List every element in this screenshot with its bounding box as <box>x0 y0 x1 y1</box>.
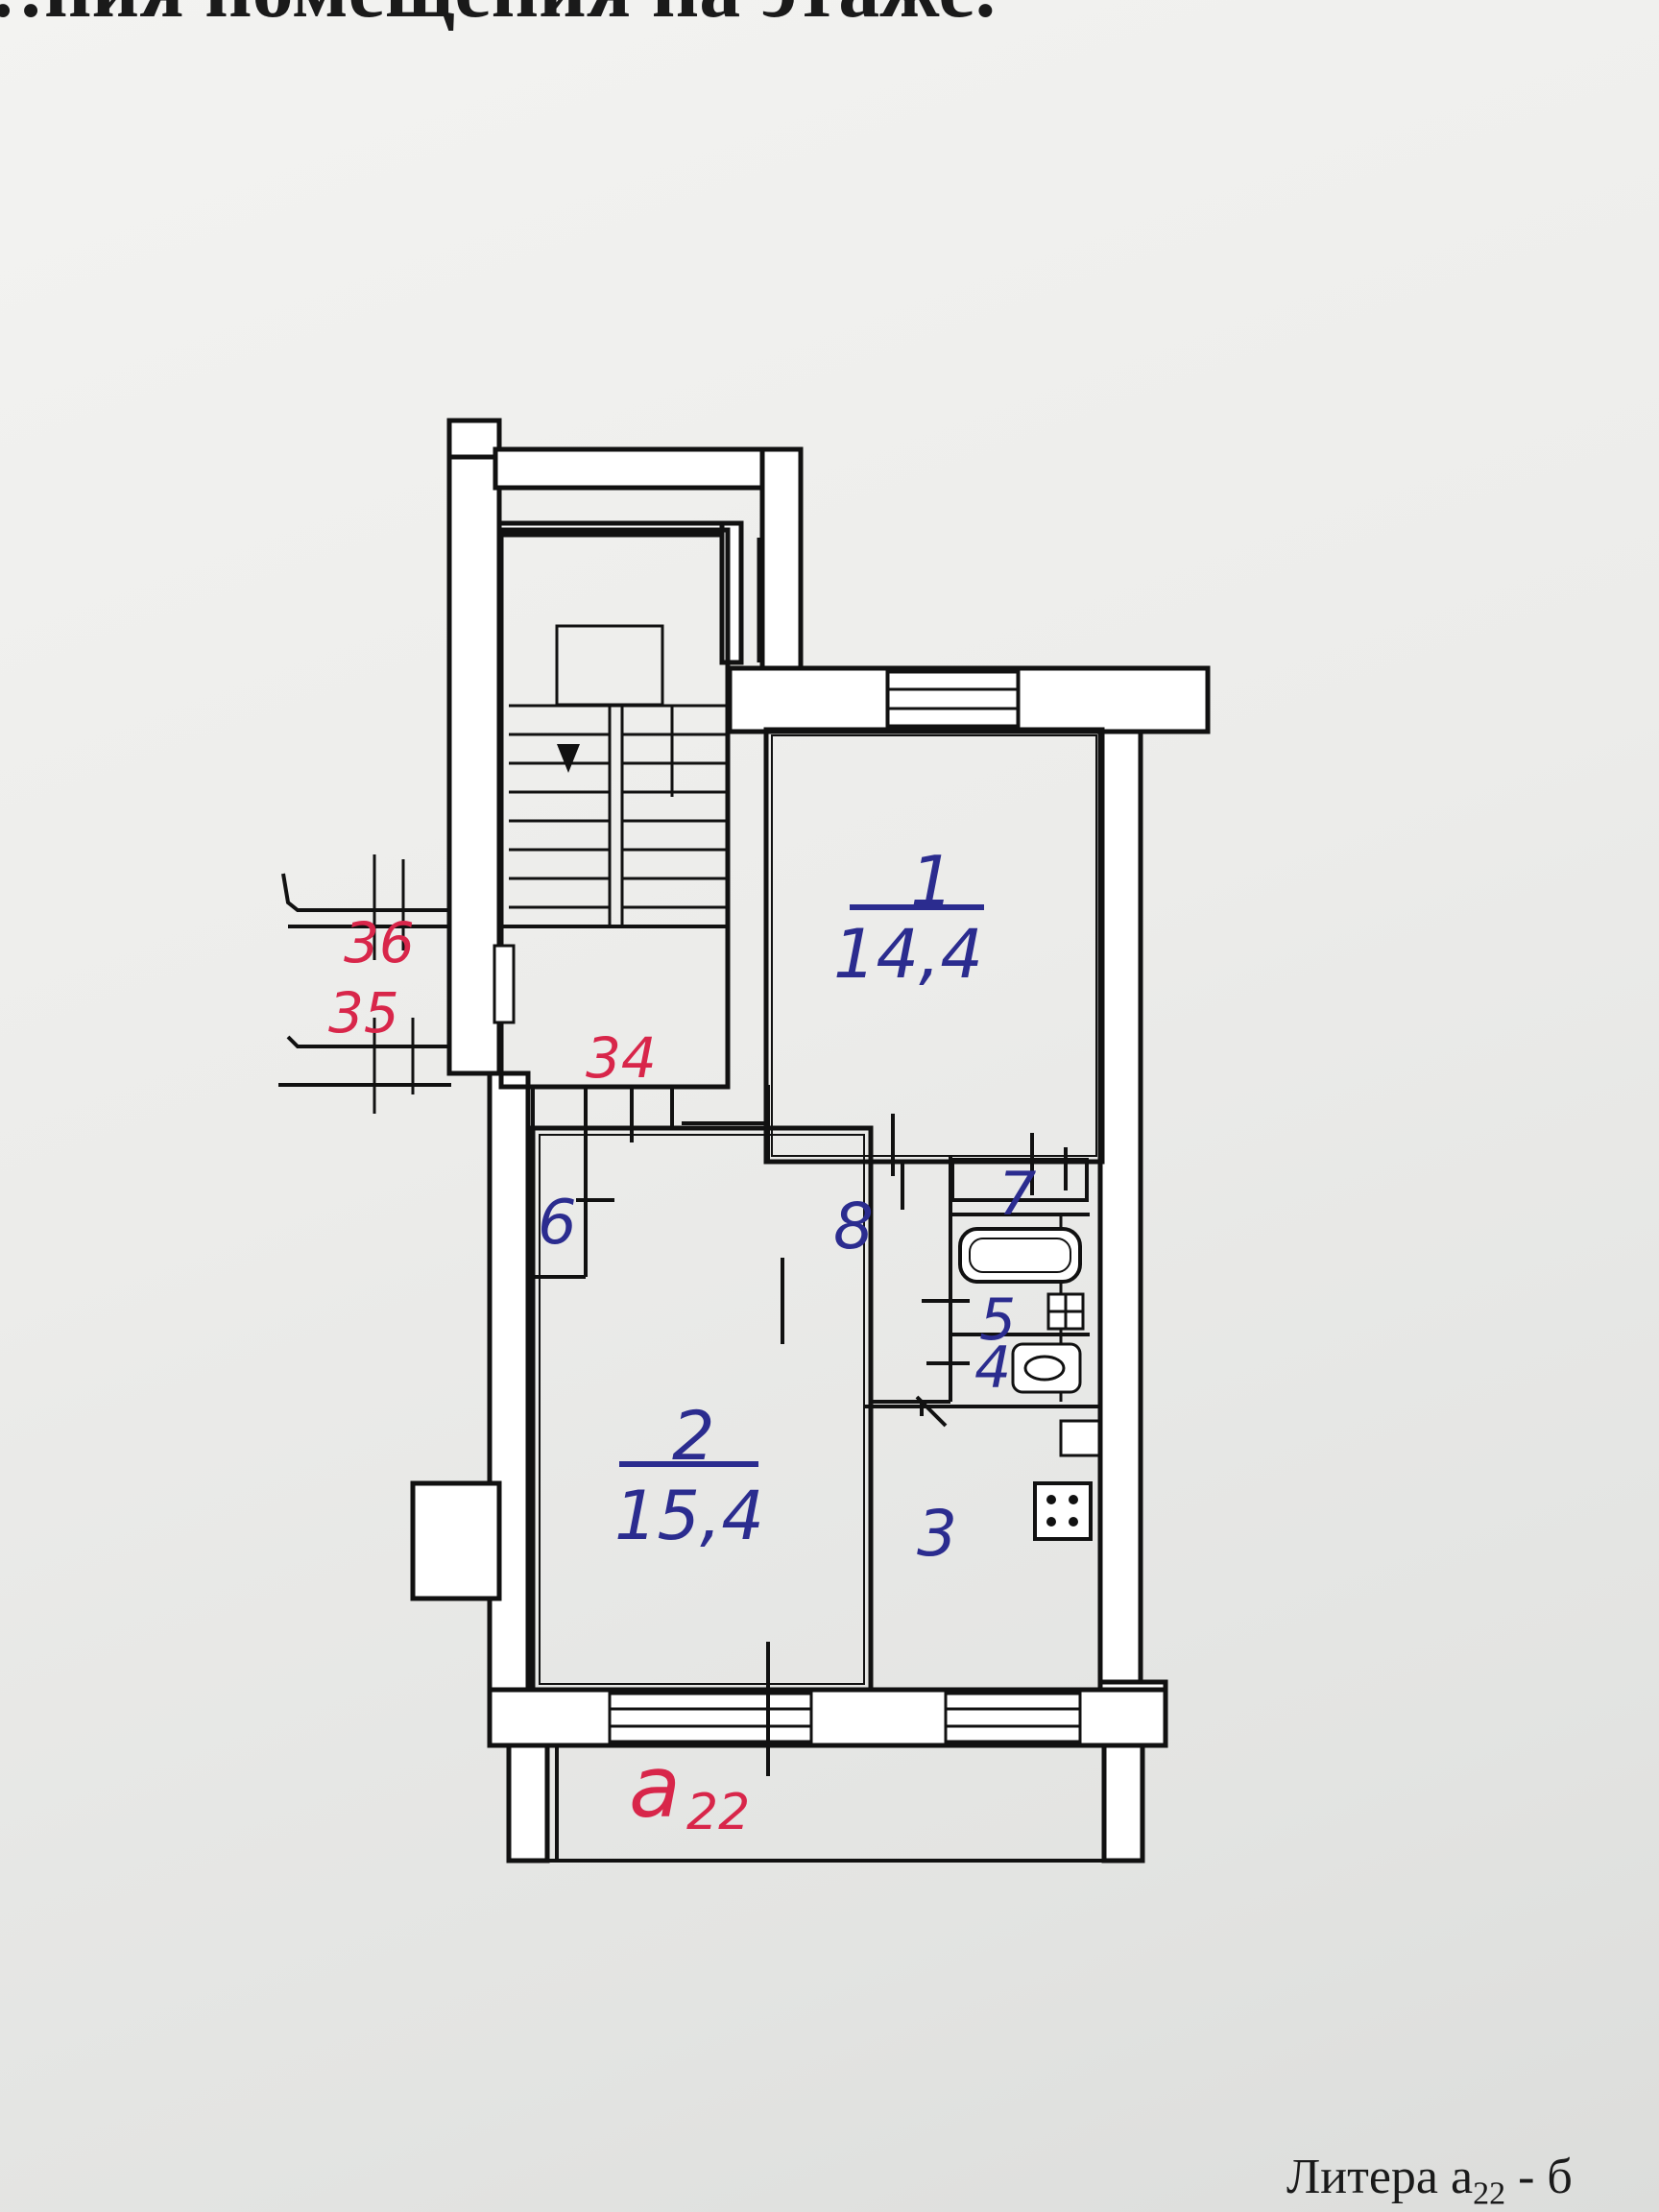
room-labels: 1 14,4 2 15,4 3 4 5 6 7 8 <box>538 841 1036 1571</box>
label-34: 34 <box>586 1025 657 1091</box>
door-marks <box>576 1085 1068 1776</box>
room-6-label: 6 <box>538 1188 577 1259</box>
room-5-label: 5 <box>979 1286 1016 1354</box>
litera-label: а <box>629 1738 681 1837</box>
label-36: 36 <box>344 910 415 975</box>
document-heading: …ния помещения на этаже. <box>0 0 996 36</box>
room-4-label: 4 <box>974 1334 1011 1402</box>
footer-tail: - б <box>1505 2150 1573 2204</box>
walls <box>410 418 1211 1863</box>
room-3-label: 3 <box>917 1497 957 1571</box>
fixtures <box>958 1227 1101 1541</box>
room-2-area: 15,4 <box>614 1477 764 1555</box>
room-7-label: 7 <box>998 1159 1036 1229</box>
footer-main: Литера а <box>1286 2150 1474 2204</box>
stairwell <box>493 527 731 1090</box>
litera-subscript: 22 <box>686 1784 750 1841</box>
footer-litera: Литера а22 - б <box>1286 2149 1573 2212</box>
interior-walls <box>530 727 1105 1693</box>
red-labels: 36 35 34 а 22 <box>328 910 750 1841</box>
label-35: 35 <box>328 980 399 1046</box>
room-8-label: 8 <box>833 1190 874 1263</box>
windows <box>608 538 1082 1743</box>
footer-subscript: 22 <box>1473 2176 1506 2212</box>
adjacent-stubs <box>278 854 451 1114</box>
room-1-area: 14,4 <box>833 915 983 994</box>
